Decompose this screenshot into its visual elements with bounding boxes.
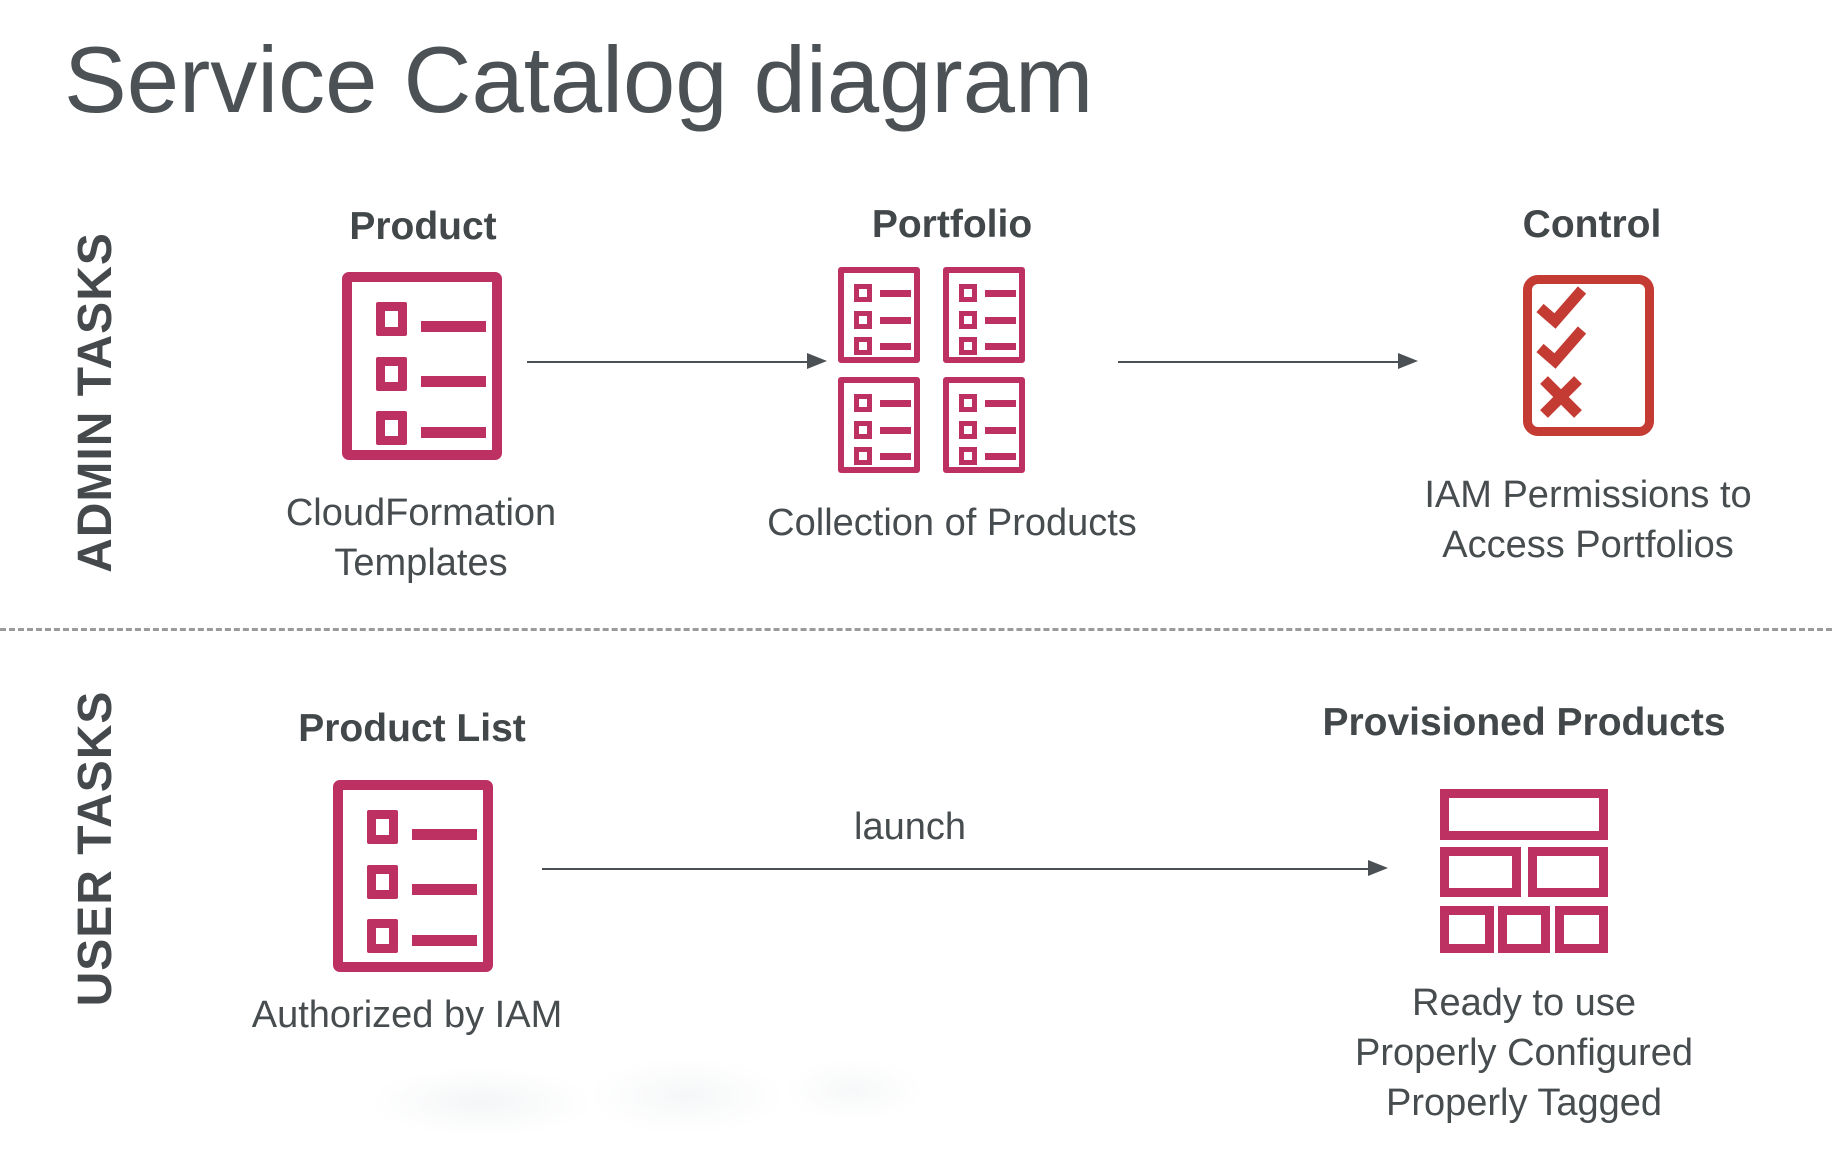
product-list-list-document-icon (333, 780, 493, 972)
brick-icon (1555, 906, 1608, 953)
list-bullet-square-icon (367, 810, 398, 844)
list-line-icon (412, 935, 477, 946)
provisioned-caption-line3: Properly Tagged (1385, 1082, 1663, 1125)
list-line-icon (421, 321, 486, 332)
provisioned-caption-line2: Properly Configured (1355, 1032, 1693, 1075)
control-checklist-icon (1523, 275, 1654, 436)
brick-icon (1528, 847, 1608, 897)
list-bullet-square-icon (367, 919, 398, 953)
list-bullet-square-icon (376, 357, 407, 391)
provisioned-caption-line1: Ready to use (1412, 982, 1636, 1024)
flow-arrow-portfolio-to-control-icon (1118, 353, 1418, 369)
product-list-document-icon (342, 272, 502, 460)
control-heading: Control (1522, 203, 1662, 246)
portfolio-caption: Collection of Products (767, 502, 1137, 544)
product-heading: Product (349, 205, 497, 248)
provisioned-products-bricks-icon (1440, 789, 1608, 954)
mini-list-document-icon (943, 377, 1025, 473)
product-list-caption: Authorized by IAM (251, 994, 563, 1036)
brick-icon (1440, 906, 1494, 953)
portfolio-heading: Portfolio (871, 203, 1033, 246)
lane-label-admin-tasks: ADMIN TASKS (69, 232, 122, 573)
brick-icon (1440, 847, 1521, 897)
mini-list-document-icon (838, 267, 920, 363)
list-bullet-square-icon (376, 302, 407, 336)
portfolio-list-document-grid-icon (838, 267, 1025, 473)
control-caption-line1: IAM Permissions to (1424, 474, 1752, 516)
control-caption: IAM Permissions to Access Portfolios (1424, 470, 1751, 570)
provisioned-products-caption: Ready to use Properly Configured Properl… (1355, 978, 1693, 1128)
product-caption: CloudFormation Templates (286, 488, 556, 588)
mini-list-document-icon (943, 267, 1025, 363)
flow-arrow-product-to-portfolio-icon (527, 353, 827, 369)
launch-label: launch (854, 806, 966, 848)
page-title: Service Catalog diagram (64, 27, 1094, 132)
list-line-icon (421, 376, 486, 387)
list-bullet-square-icon (376, 411, 407, 445)
lane-divider (0, 628, 1832, 631)
faint-smudge-artifact (290, 1030, 930, 1150)
list-bullet-square-icon (367, 865, 398, 899)
checklist-marks-icon (1536, 286, 1587, 418)
product-list-heading: Product List (298, 707, 526, 750)
brick-icon (1440, 789, 1608, 840)
lane-label-user-tasks: USER TASKS (69, 690, 122, 1007)
mini-list-document-icon (838, 377, 920, 473)
brick-icon (1498, 906, 1550, 953)
flow-arrow-launch-icon (542, 860, 1388, 876)
provisioned-products-heading: Provisioned Products (1322, 701, 1726, 744)
list-line-icon (412, 884, 477, 895)
product-caption-line2: Templates (334, 542, 508, 585)
list-line-icon (421, 427, 486, 438)
control-caption-line2: Access Portfolios (1442, 524, 1734, 567)
list-line-icon (412, 829, 477, 840)
product-caption-line1: CloudFormation (285, 492, 557, 534)
